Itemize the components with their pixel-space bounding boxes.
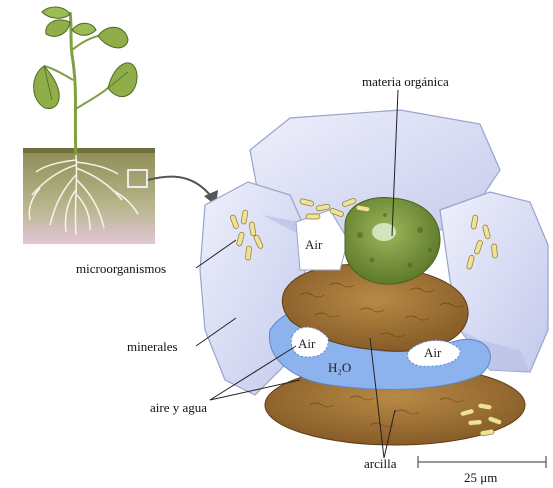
scale-label: 25 μm — [464, 470, 497, 485]
air-label-3: Air — [424, 345, 442, 360]
plant-illustration — [23, 7, 155, 244]
scale-bar — [418, 456, 546, 468]
microorganisms-label: microorganismos — [76, 261, 166, 276]
minerals-label: minerales — [127, 339, 178, 354]
air-label-2: Air — [298, 336, 316, 351]
clay-label: arcilla — [364, 456, 397, 471]
plant-leaf — [46, 20, 70, 36]
organic-matter-label: materia orgánica — [362, 74, 449, 89]
plant-leaf — [34, 66, 60, 109]
soil-aggregate — [200, 110, 548, 445]
plant-stem — [70, 12, 76, 155]
plant-leaf — [42, 7, 70, 18]
plant-leaf — [108, 63, 137, 97]
soil-block — [23, 148, 155, 244]
plant-leaf — [98, 27, 128, 48]
water-label: H₂O — [328, 360, 351, 375]
air-water-label: aire y agua — [150, 400, 207, 415]
zoom-arrow — [148, 177, 214, 200]
plant-leaf — [72, 23, 96, 35]
air-label-1: Air — [305, 237, 323, 252]
